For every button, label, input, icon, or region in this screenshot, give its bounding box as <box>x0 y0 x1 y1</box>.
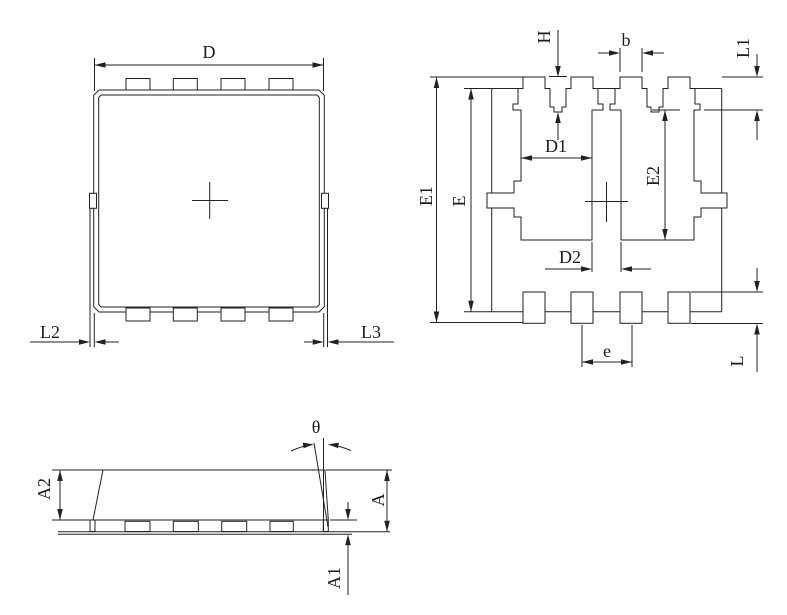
arrowhead <box>621 359 632 365</box>
arrowhead <box>662 229 668 240</box>
dim-label-e: e <box>603 341 611 361</box>
arrowhead <box>94 339 106 345</box>
arrowhead <box>754 323 760 335</box>
arrowhead <box>754 110 760 121</box>
arrowhead <box>327 339 339 345</box>
arrowhead <box>345 534 351 546</box>
arrowhead <box>621 266 632 272</box>
lead-pad <box>220 78 246 91</box>
dim-label-L3: L3 <box>361 322 381 342</box>
arrowhead <box>582 359 593 365</box>
lead-end <box>89 519 96 532</box>
lead-pad <box>570 291 594 324</box>
arrowhead <box>433 311 440 323</box>
arrowhead <box>642 50 653 56</box>
dim-label-A: A <box>368 494 388 507</box>
side-lead-pad <box>321 192 329 209</box>
arrowhead <box>609 50 620 56</box>
dim-label-E2: E2 <box>643 166 663 186</box>
lead-pad <box>220 307 246 322</box>
leadframe-right-structure <box>609 76 728 241</box>
arrowhead <box>312 339 324 345</box>
side-view: A2 A A1 θ <box>34 417 392 595</box>
arrowhead <box>384 470 390 481</box>
dim-label-E: E <box>449 196 469 207</box>
lead-pad <box>125 307 151 322</box>
dim-label-L2: L2 <box>40 322 60 342</box>
dim-label-A2: A2 <box>34 478 54 500</box>
dim-label-theta: θ <box>312 417 321 437</box>
arrowhead <box>754 66 760 77</box>
body-outline-inner <box>98 94 320 308</box>
dim-label-L1: L1 <box>733 38 753 58</box>
lead-pad <box>268 307 294 322</box>
bottom-view: E1 E H b L1 D1 <box>416 30 763 372</box>
arrowhead <box>581 266 592 272</box>
body-outline-outer <box>93 89 325 313</box>
arrowhead <box>468 300 474 312</box>
leadframe-left-structure <box>486 76 604 241</box>
lead-pad <box>619 291 643 324</box>
arrowhead <box>662 110 668 121</box>
arrowhead <box>345 509 351 520</box>
arrowhead <box>328 442 339 449</box>
arrowhead <box>754 281 760 292</box>
dim-label-D2: D2 <box>559 247 581 267</box>
lead-foot <box>172 520 199 532</box>
lead-pad <box>172 78 198 91</box>
lead-pad <box>268 78 294 91</box>
dim-label-L: L <box>727 356 747 367</box>
lead-foot <box>269 520 294 532</box>
arrowhead <box>555 66 561 77</box>
lead-pad <box>522 291 546 324</box>
dim-label-b: b <box>622 30 631 50</box>
top-view: D L2 L3 <box>30 42 394 347</box>
dim-label-D: D <box>203 42 216 62</box>
arrowhead <box>57 509 63 520</box>
arrowhead <box>468 88 474 100</box>
angle-reference-slant <box>313 442 329 528</box>
arrowhead <box>94 62 106 68</box>
body-profile <box>92 469 329 521</box>
arrowhead <box>302 442 314 449</box>
dim-label-E1: E1 <box>416 186 436 206</box>
arrowhead <box>581 155 592 161</box>
arrowhead <box>57 470 63 481</box>
lead-pad <box>667 291 691 324</box>
dim-label-A1: A1 <box>324 567 344 589</box>
arrowhead <box>555 112 561 123</box>
lead-foot <box>221 520 248 532</box>
arrowhead <box>433 77 440 88</box>
lead-pad <box>125 78 151 91</box>
dim-label-D1: D1 <box>545 136 567 156</box>
arrowhead <box>79 339 90 345</box>
arrowhead <box>384 520 390 532</box>
side-lead-pad <box>89 192 97 209</box>
arrowhead <box>312 62 324 68</box>
arrowhead <box>521 155 532 161</box>
lead-foot <box>124 520 151 532</box>
lead-pad <box>172 307 198 322</box>
dim-label-H: H <box>534 31 554 44</box>
